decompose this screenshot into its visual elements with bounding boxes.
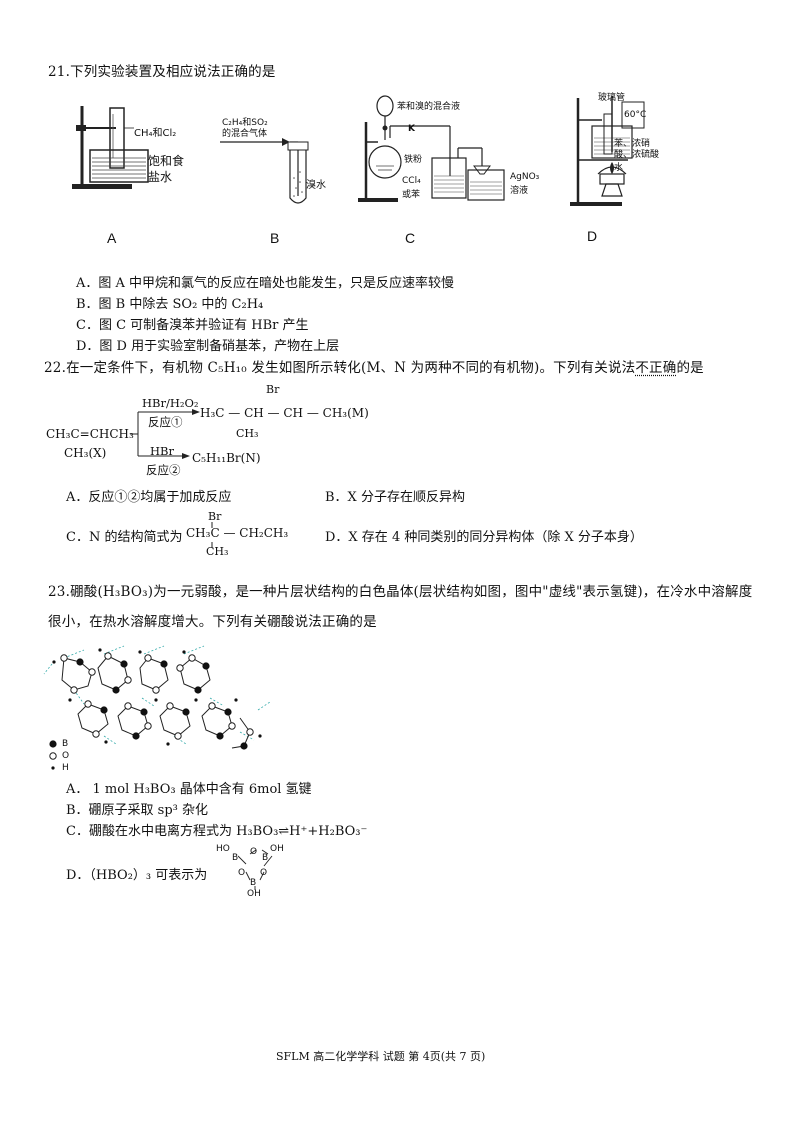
q21-stem: 21.下列实验装置及相应说法正确的是 xyxy=(48,64,276,80)
q22-condition-2: 反应② xyxy=(146,463,181,477)
q23-ring-bonds xyxy=(237,849,273,890)
figure-c-valve-label: K xyxy=(408,124,415,134)
figure-a-gas-label: CH₄和Cl₂ xyxy=(134,128,177,139)
figure-d-water-label: 水 xyxy=(614,163,624,173)
q23-ring-o-top: O xyxy=(250,847,258,857)
q23-option-d: D．（HBO₂）₃ 可表示为 xyxy=(66,868,208,883)
q22-option-c-structure: CH₃C — CH₂CH₃ xyxy=(186,526,289,540)
q23-ring-b-bottom: B xyxy=(250,878,257,888)
figure-c-top-label: 苯和溴的混合液 xyxy=(397,102,461,112)
figure-d-tube-label: 玻璃管 xyxy=(598,93,626,103)
q22-option-c: C．N 的结构简式为 xyxy=(66,530,183,545)
figure-b-gas-label-2: 的混合气体 xyxy=(222,129,268,139)
q23-option-b: B．硼原子采取 sp³ 杂化 xyxy=(66,803,209,818)
q22-option-c-ch3: CH₃ xyxy=(206,545,229,558)
q22-scheme-arrows xyxy=(130,409,200,459)
q23-ring-b-left: B xyxy=(232,853,239,863)
q22-product-n: C₅H₁₁Br(N) xyxy=(192,451,261,465)
figure-b-letter: B xyxy=(270,230,280,246)
figure-a-apparatus xyxy=(72,106,149,189)
figure-a-liquid-label-2: 盐水 xyxy=(148,170,173,184)
q23-ring-ho-left: HO xyxy=(216,844,230,854)
q22-option-c-bonds xyxy=(211,522,213,548)
q23-ring-oh-right: OH xyxy=(270,844,284,854)
q23-legend-o: O xyxy=(62,751,70,761)
figure-d-letter: D xyxy=(587,228,598,244)
figure-c-letter: C xyxy=(405,230,416,246)
figure-d-apparatus xyxy=(570,96,645,206)
q22-reagent-1: HBr/H₂O₂ xyxy=(142,396,199,410)
q23-ring-b-right: B xyxy=(262,853,269,863)
q23-legend-b: B xyxy=(62,739,69,749)
q23-stem-line-2: 很小，在热水溶解度增大。下列有关硼酸说法正确的是 xyxy=(48,614,377,630)
figure-d-temp-label: 60°C xyxy=(624,110,647,120)
q22-reactant-branch: CH₃(X) xyxy=(64,446,107,460)
q22-reagent-2: HBr xyxy=(150,444,174,458)
page-footer: SFLM 高二化学学科 试题 第 4页(共 7 页) xyxy=(276,1050,486,1063)
figure-c-apparatus xyxy=(358,95,505,202)
q22-condition-1: 反应① xyxy=(148,415,183,429)
q23-ring-o-left: O xyxy=(238,868,246,878)
figure-c-ccl4-label-1: CCl₄ xyxy=(402,176,421,186)
figure-b-liquid-label: 溴水 xyxy=(306,180,326,191)
figure-c-agno3-label-2: 溶液 xyxy=(510,186,529,196)
q23-option-a: A． 1 mol H₃BO₃ 晶体中含有 6mol 氢键 xyxy=(66,782,312,797)
q22-product-m: H₃C — CH — CH — CH₃(M) xyxy=(200,406,369,420)
figure-b-apparatus xyxy=(220,138,309,204)
q21-option-a: A．图 A 中甲烷和氯气的反应在暗处也能发生，只是反应速率较慢 xyxy=(76,276,455,291)
figure-b-gas-label-1: C₂H₄和SO₂ xyxy=(222,118,268,128)
figure-d-mix-label-1: 苯、浓硝 xyxy=(614,139,651,149)
q23-ring-oh-bottom: OH xyxy=(247,889,261,899)
q21-option-b: B．图 B 中除去 SO₂ 中的 C₂H₄ xyxy=(76,297,264,312)
q22-option-b: B．X 分子存在顺反异构 xyxy=(325,490,465,505)
q21-option-d: D．图 D 用于实验室制备硝基苯，产物在上层 xyxy=(76,339,340,354)
figure-c-ccl4-label-2: 或苯 xyxy=(402,190,421,200)
q22-product1-ch3: CH₃ xyxy=(236,427,259,440)
q23-ring-o-right: O xyxy=(260,868,268,878)
q23-legend-h: H xyxy=(62,763,69,773)
q22-stem: 22.在一定条件下，有机物 C₅H₁₀ 发生如图所示转化(M、N 为两种不同的有… xyxy=(44,356,704,376)
q22-stem-text: 22.在一定条件下，有机物 C₅H₁₀ 发生如图所示转化(M、N 为两种不同的有… xyxy=(44,360,636,376)
figure-d-mix-label-2: 酸、浓硫酸 xyxy=(614,150,660,160)
q22-reactant: CH₃C=CHCH₃ xyxy=(46,427,134,441)
q22-product1-br: Br xyxy=(266,383,280,396)
q22-option-d: D．X 存在 4 种同类别的同分异构体（除 X 分子本身） xyxy=(325,530,643,545)
q23-boric-acid-structure xyxy=(43,645,271,750)
q21-option-c: C．图 C 可制备溴苯并验证有 HBr 产生 xyxy=(76,318,309,333)
q22-option-c-br: Br xyxy=(208,510,222,523)
q22-stem-end: 的是 xyxy=(676,360,704,376)
q22-stem-emphasis: 不正确 xyxy=(635,360,677,376)
figure-a-liquid-label-1: 饱和食 xyxy=(148,154,185,168)
q23-stem-line-1: 23.硼酸(H₃BO₃)为一元弱酸，是一种片层状结构的白色晶体(层状结构如图，图… xyxy=(48,584,753,600)
q23-option-c: C．硼酸在水中电离方程式为 H₃BO₃⇌H⁺+H₂BO₃⁻ xyxy=(66,824,368,839)
figure-c-agno3-label-1: AgNO₃ xyxy=(510,172,540,182)
q22-option-a: A．反应①②均属于加成反应 xyxy=(66,490,232,505)
figure-a-letter: A xyxy=(107,230,117,246)
q23-legend-symbols xyxy=(49,740,57,770)
figure-c-iron-label: 铁粉 xyxy=(404,155,423,165)
